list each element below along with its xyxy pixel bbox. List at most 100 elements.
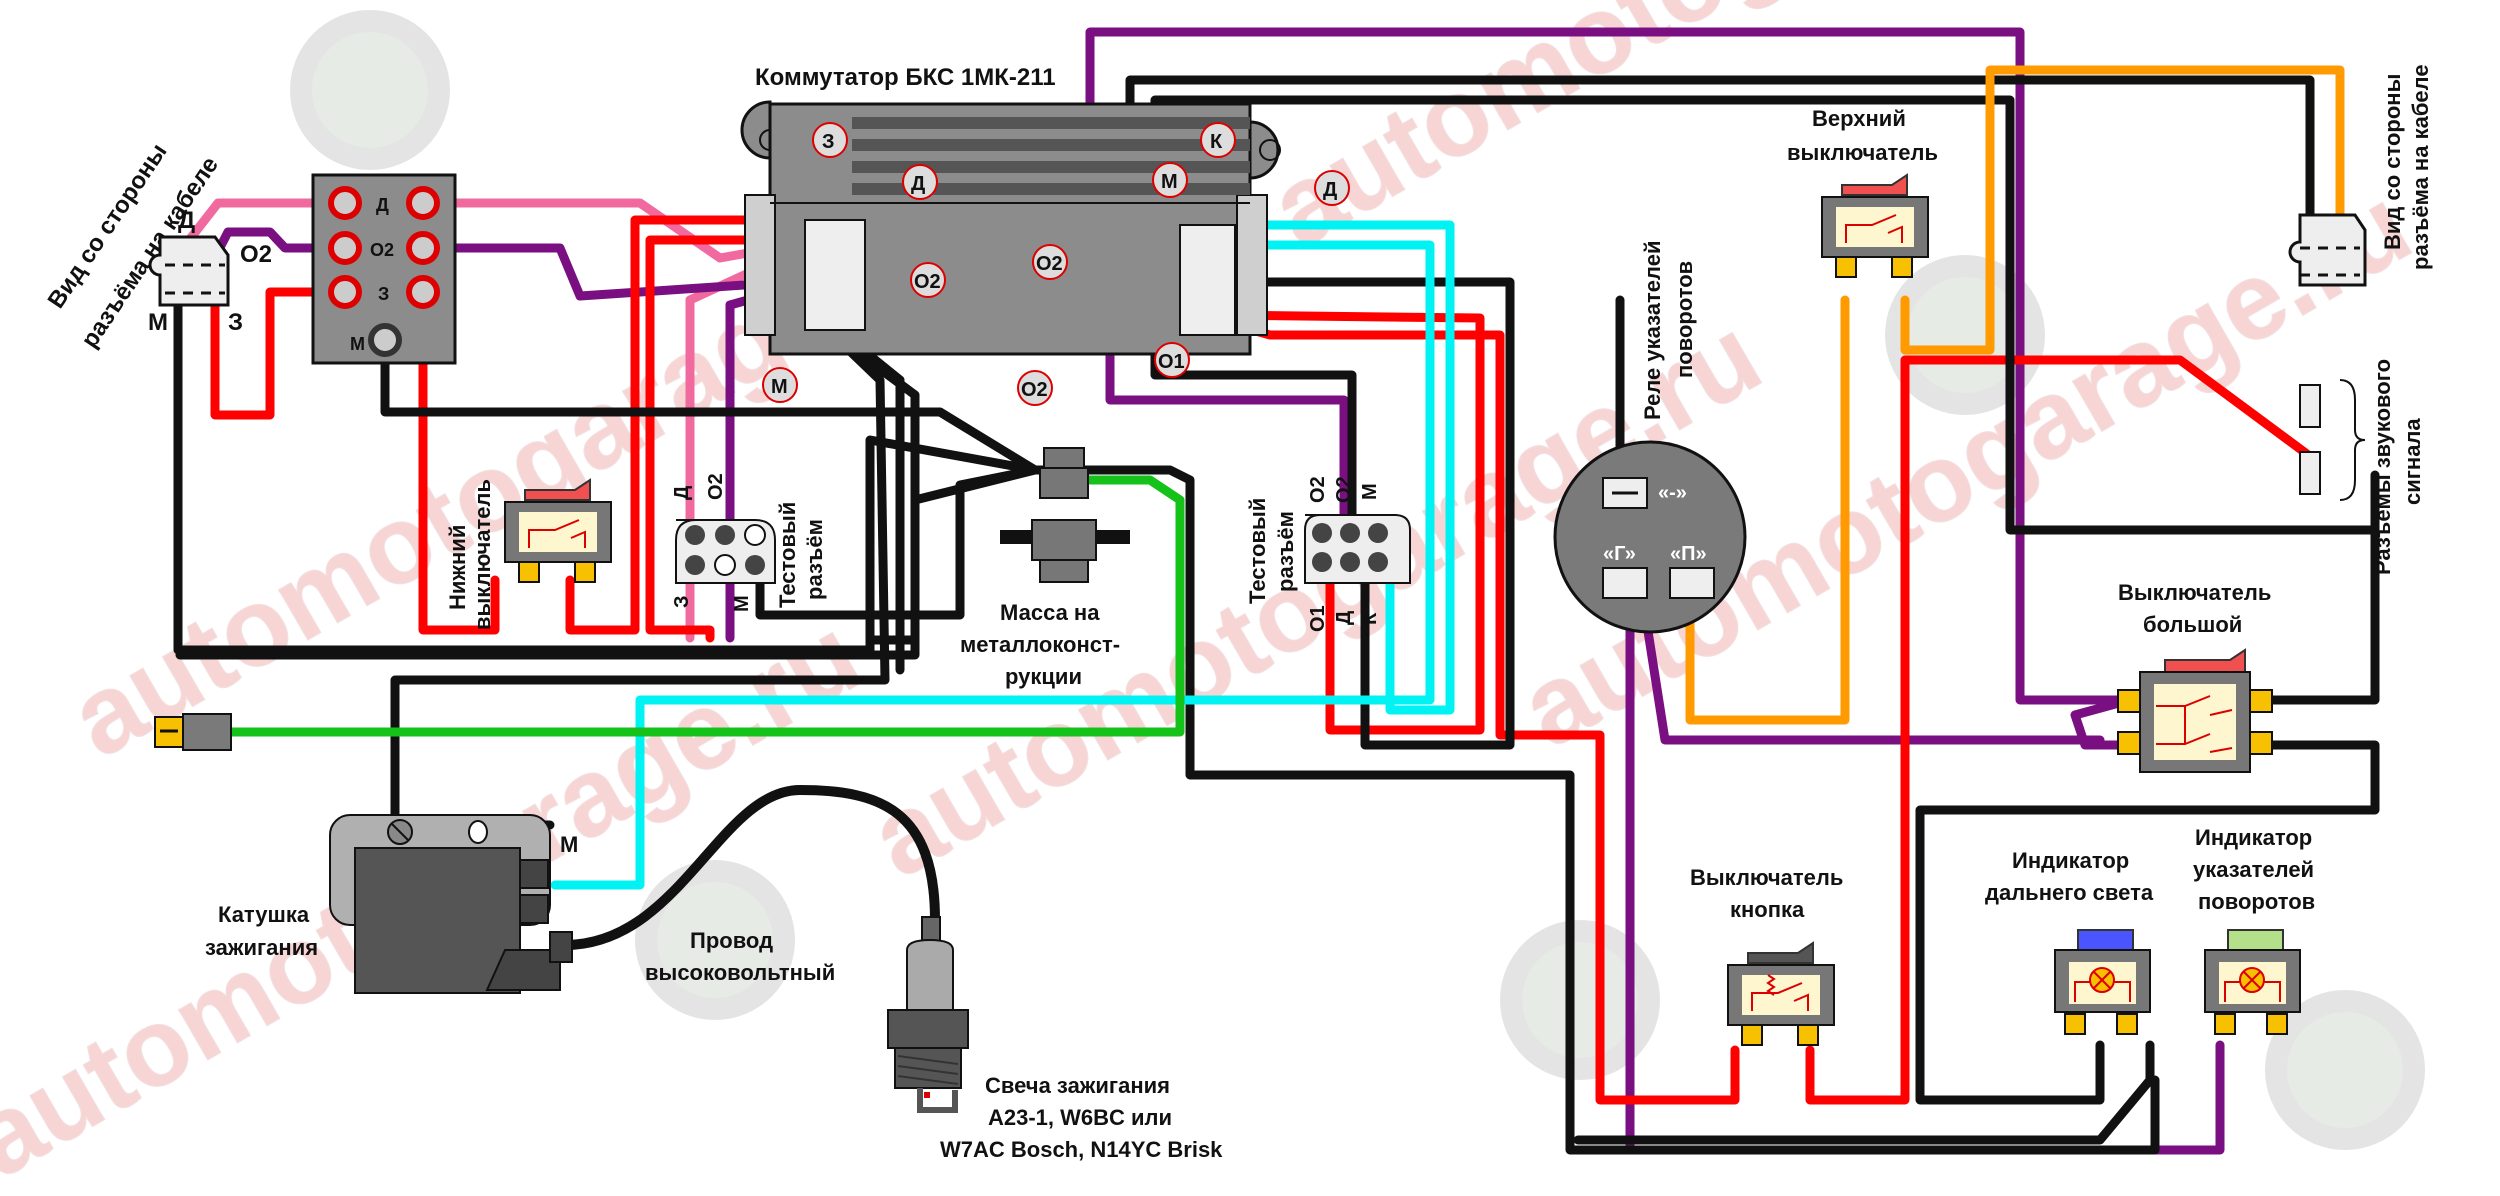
- coil-terminal: [519, 894, 549, 924]
- upper-switch[interactable]: [1821, 173, 1929, 278]
- horn-label: Разъёмы звукового: [2370, 359, 2395, 575]
- callout-О2: О2: [1017, 370, 1053, 406]
- ground-label: металлоконст-: [960, 632, 1120, 657]
- pin-label: О2: [1307, 476, 1329, 503]
- watermark-gear-icon: [2265, 990, 2425, 1150]
- hv-wire-label: высоковольтный: [645, 960, 835, 985]
- watermark-gear-icon: [635, 860, 795, 1020]
- spark-plug-label: W7AC Bosch, N14YC Brisk: [940, 1137, 1223, 1162]
- watermark-gear-icon: [1500, 920, 1660, 1080]
- svg-text:З: З: [822, 131, 835, 153]
- commutator: Коммутатор БКС 1МК-211 З Д О2 М М К Д О2…: [740, 64, 1350, 406]
- pin-label: Д: [1333, 611, 1355, 625]
- svg-text:Д: Д: [1323, 179, 1337, 201]
- callout-З: З: [812, 122, 848, 158]
- terminal: [328, 231, 440, 265]
- green-wire-plug: [154, 713, 232, 751]
- rocker-icon: [2164, 648, 2246, 673]
- terminal: [328, 186, 440, 220]
- terminal-icon: [2117, 731, 2141, 755]
- callout-Д: Д: [1314, 170, 1350, 206]
- wire-purple: [1085, 27, 2225, 1155]
- terminal-label: З: [378, 284, 389, 304]
- callout-М: М: [762, 367, 798, 403]
- mount-hole-icon: [1259, 139, 1281, 161]
- callout-О2: О2: [1032, 244, 1068, 280]
- spark-plug: [887, 916, 969, 1113]
- callout-Д: Д: [902, 164, 938, 200]
- relay-terminal-g: [1602, 567, 1648, 599]
- left-cable-connector: Вид со стороны разъёма на кабеле Д О2 М …: [43, 139, 272, 353]
- wire-black: [173, 75, 2380, 1155]
- turn-relay: «-» «Г» «П» Реле указателей поворотов: [1553, 241, 1747, 634]
- terminal-icon: [574, 561, 596, 583]
- terminal-label: М: [350, 334, 365, 354]
- pin-label: О2: [705, 473, 727, 500]
- coil-label: зажигания: [205, 935, 318, 960]
- terminal-icon: [2214, 1013, 2236, 1035]
- right-connector-caption: Вид со стороны: [2380, 74, 2405, 250]
- callout-М: М: [1152, 162, 1188, 198]
- terminal-icon: [1835, 256, 1857, 278]
- turn-indicator-label: указателей: [2193, 857, 2314, 882]
- right-connector-caption: разъёма на кабеле: [2408, 64, 2433, 270]
- ground-bolt: Масса на металлоконст- рукции: [960, 447, 1130, 689]
- pin-label: М: [148, 309, 168, 336]
- horn-label: сигнала: [2400, 418, 2425, 505]
- wire-red: [210, 215, 825, 643]
- pin-label: Д: [178, 207, 195, 234]
- left-connector-housing: [148, 235, 230, 307]
- heatsink-fins: [852, 117, 1250, 195]
- relay-terminal-label: «-»: [1658, 482, 1687, 504]
- terminal-icon: [2249, 689, 2273, 713]
- hv-wire-label: Провод: [690, 928, 773, 953]
- test-connector-label: разъём: [1273, 511, 1298, 592]
- pin-label: О1: [1307, 605, 1329, 632]
- relay-terminal-minus: [1602, 477, 1648, 509]
- big-switch-label: большой: [2143, 612, 2242, 637]
- svg-text:М: М: [1161, 171, 1178, 193]
- terminal-icon: [518, 561, 540, 583]
- relay-label: Реле указателей: [1640, 241, 1665, 420]
- watermark-text: automotogarage.ru: [1251, 0, 2181, 271]
- terminal-icon: [2249, 731, 2273, 755]
- ground-label: Масса на: [1000, 600, 1100, 625]
- push-switch-label: кнопка: [1730, 897, 1805, 922]
- pin-label: О2: [240, 241, 272, 268]
- lens-icon: [2077, 929, 2134, 951]
- commutator-title: Коммутатор БКС 1МК-211: [755, 64, 1056, 91]
- high-beam-label: Индикатор: [2012, 848, 2129, 873]
- relay-terminal-p: [1669, 567, 1715, 599]
- big-switch[interactable]: [2117, 648, 2273, 773]
- terminal: [328, 275, 440, 309]
- push-switch-label: Выключатель: [1690, 865, 1843, 890]
- svg-text:О2: О2: [1021, 379, 1048, 401]
- coil-terminal-label: М: [560, 832, 578, 857]
- ignition-coil: М Катушка зажигания: [205, 814, 578, 994]
- hv-wire: [560, 785, 940, 950]
- terminal-icon: [2064, 1013, 2086, 1035]
- terminal-label: О2: [370, 240, 394, 260]
- coil-terminal: [519, 859, 549, 889]
- pin-label: О2: [1333, 476, 1355, 503]
- pin-label: М: [731, 595, 753, 612]
- lower-switch-label: выключатель: [470, 479, 495, 630]
- push-switch[interactable]: [1727, 941, 1835, 1046]
- spark-plug-label: Свеча зажигания: [985, 1073, 1170, 1098]
- right-plug: [1179, 224, 1236, 336]
- test-connector-label: Тестовый: [775, 502, 800, 608]
- pin-label: З: [228, 309, 243, 336]
- lens-icon: [2227, 929, 2284, 951]
- terminal-icon: [1741, 1024, 1763, 1046]
- wire-green: [225, 475, 1185, 737]
- pin-label: З: [671, 595, 693, 608]
- horn-connectors: Разъёмы звукового сигнала: [2299, 359, 2425, 575]
- test-connector-label: разъём: [802, 519, 827, 600]
- high-beam-indicator: [2054, 929, 2151, 1035]
- terminal-icon: [2266, 1013, 2288, 1035]
- lower-switch[interactable]: [504, 478, 612, 583]
- callout-К: К: [1200, 122, 1236, 158]
- push-button-icon: [1747, 941, 1814, 964]
- terminal-block: Д О2 З М: [311, 173, 457, 365]
